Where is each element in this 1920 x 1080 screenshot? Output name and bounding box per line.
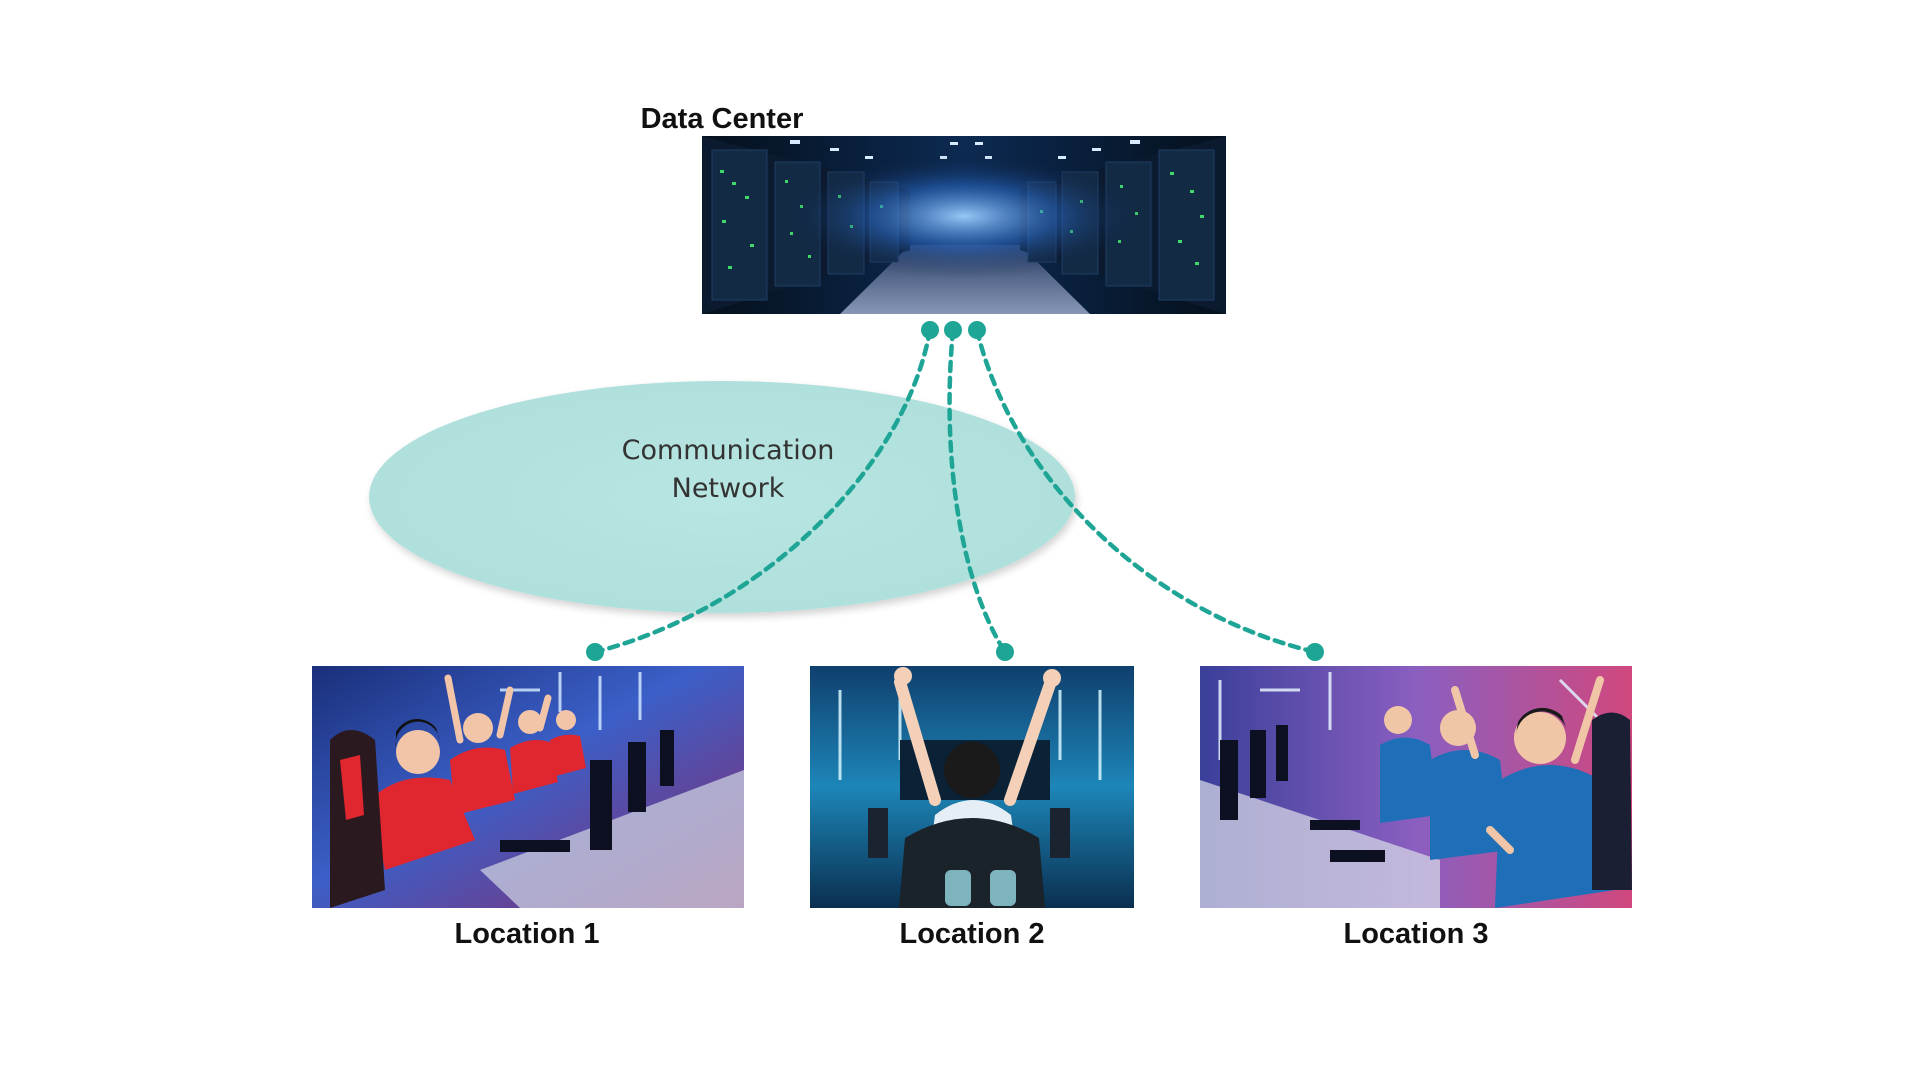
location-1-label: Location 1 (454, 918, 599, 950)
data-center-image (702, 136, 1226, 314)
communication-network-ellipse (369, 381, 1075, 613)
location-3-image (1200, 666, 1632, 908)
link-to-location-1 (592, 327, 933, 655)
location-1-image (312, 666, 744, 908)
datacenter-port-3-dot (968, 321, 986, 339)
location-1-endpoint-dot (586, 643, 604, 661)
location-2-endpoint-dot (996, 643, 1014, 661)
datacenter-port-2-dot (944, 321, 962, 339)
link-to-location-3 (974, 327, 1318, 655)
data-center-title: Data Center (641, 103, 804, 135)
network-label-line1: Communication (622, 435, 835, 466)
link-to-location-2 (947, 327, 1008, 655)
location-2-label: Location 2 (899, 918, 1044, 950)
location-2-image (810, 666, 1134, 908)
location-3-endpoint-dot (1306, 643, 1324, 661)
datacenter-port-1-dot (921, 321, 939, 339)
network-label-line2: Network (672, 473, 785, 504)
location-3-label: Location 3 (1343, 918, 1488, 950)
